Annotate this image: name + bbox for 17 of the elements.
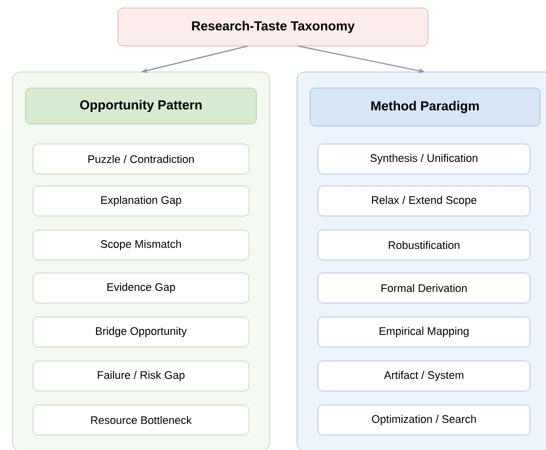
title-box: Research-Taste Taxonomy xyxy=(118,8,428,46)
category-box: Puzzle / Contradiction xyxy=(32,144,250,174)
category-box: Bridge Opportunity xyxy=(32,316,250,348)
category-box: Failure / Risk Gap xyxy=(32,360,250,392)
category-box: Empirical Mapping xyxy=(318,316,530,348)
category-box: Relax / Extend Scope xyxy=(318,186,530,216)
category-box: Artifact / System xyxy=(318,360,530,392)
panel-header: Opportunity Pattern xyxy=(25,88,257,124)
panel-header: Method Paradigm xyxy=(310,88,540,126)
category-box: Synthesis / Unification xyxy=(318,144,530,174)
category-box: Optimization / Search xyxy=(318,404,530,436)
category-box: Evidence Gap xyxy=(32,272,250,304)
category-box: Robustification xyxy=(318,230,530,260)
category-box: Scope Mismatch xyxy=(32,230,250,260)
category-box: Explanation Gap xyxy=(32,186,250,216)
category-box: Resource Bottleneck xyxy=(32,404,250,436)
category-box: Formal Derivation xyxy=(318,272,530,304)
